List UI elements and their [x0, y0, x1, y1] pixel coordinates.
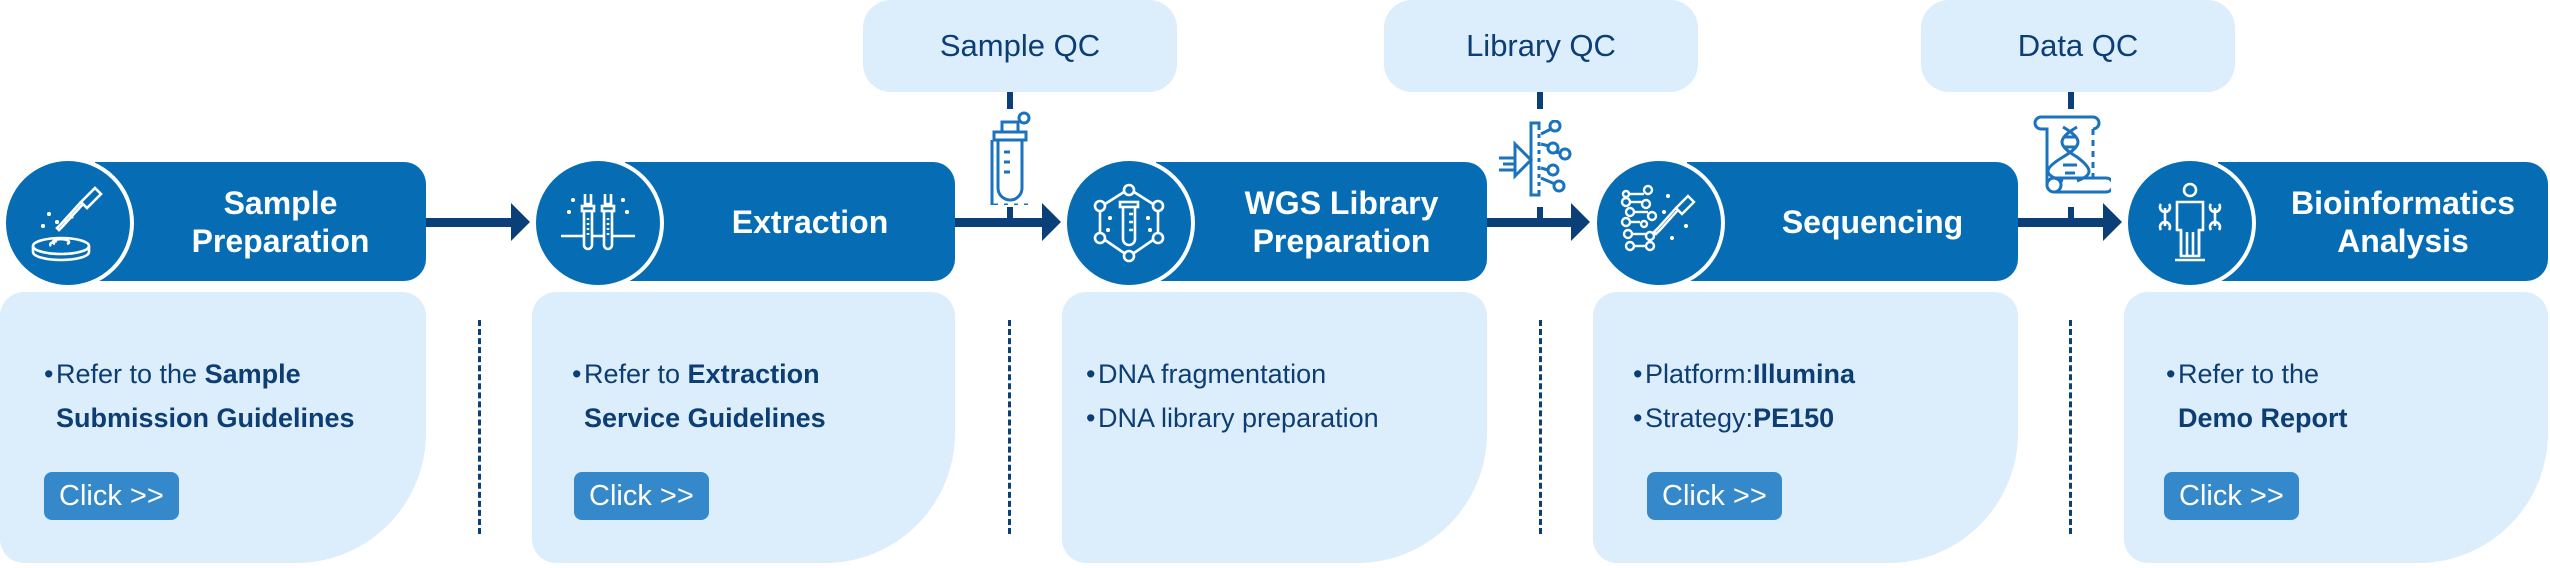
- card-text: Platform:: [1645, 359, 1754, 389]
- flow-arrow-head: [511, 203, 530, 241]
- step-title: Preparation: [191, 222, 370, 259]
- qc-connector: [1007, 207, 1013, 223]
- bullet: •: [2166, 359, 2176, 389]
- step-icon-circle: [532, 157, 664, 289]
- card-link-text: Service Guidelines: [584, 403, 826, 433]
- step-details-card: •Refer to the Sample Submission Guidelin…: [0, 292, 426, 563]
- step-icon-circle: [2, 157, 134, 289]
- qc-label-library: Library QC: [1384, 0, 1698, 92]
- qc-connector: [2068, 92, 2074, 109]
- flow-arrow-line: [955, 218, 1042, 227]
- bullet: •: [1086, 403, 1096, 433]
- card-text: DNA fragmentation: [1098, 359, 1327, 389]
- flow-arrow-head: [1571, 203, 1590, 241]
- bullet: •: [1086, 359, 1096, 389]
- bullet: •: [1633, 403, 1643, 433]
- qc-label-sample: Sample QC: [863, 0, 1177, 92]
- step-details-card: •Refer to Extraction Service Guidelines …: [532, 292, 955, 563]
- flow-arrow-head: [2103, 203, 2122, 241]
- step-title: Analysis: [2337, 222, 2469, 259]
- step-title: Sequencing: [1781, 203, 1964, 240]
- card-value: Illumina: [1753, 359, 1856, 389]
- card-value: PE150: [1753, 403, 1835, 433]
- step-icon-circle: [1593, 157, 1725, 289]
- flow-arrow-head: [1042, 203, 1061, 241]
- sequencing-click-button[interactable]: Click >>: [1647, 472, 1782, 520]
- demo-report-click-button[interactable]: Click >>: [2164, 472, 2299, 520]
- step-extraction: Extraction: [625, 162, 955, 281]
- step-title: Preparation: [1252, 222, 1431, 259]
- qc-label-text: Library QC: [1466, 28, 1616, 63]
- card-text: Refer to: [584, 359, 688, 389]
- dna-sequence-pipette-icon: [1620, 184, 1696, 252]
- step-title: Bioinformatics: [2290, 184, 2516, 221]
- bullet: •: [44, 359, 54, 389]
- flow-arrow-line: [2018, 218, 2103, 227]
- qc-label-data: Data QC: [1921, 0, 2235, 92]
- test-tube-icon: [990, 111, 1031, 205]
- bullet: •: [1633, 359, 1643, 389]
- sample-guidelines-click-button[interactable]: Click >>: [44, 472, 179, 520]
- step-title: WGS Library: [1244, 184, 1439, 221]
- dashed-separator: [1539, 320, 1542, 534]
- card-link-text: Demo Report: [2178, 403, 2348, 433]
- step-title: Extraction: [731, 203, 889, 240]
- test-tubes-icon: [561, 194, 635, 251]
- card-text: Strategy:: [1645, 403, 1754, 433]
- person-analysis-icon: [2158, 182, 2222, 262]
- step-sequencing: Sequencing: [1687, 162, 2018, 281]
- dashed-separator: [2069, 320, 2072, 534]
- step-title: Sample: [223, 184, 338, 221]
- extraction-guidelines-click-button[interactable]: Click >>: [574, 472, 709, 520]
- step-details-card: •Refer to the Demo Report Click >>: [2124, 292, 2548, 563]
- flow-arrow-line: [1487, 218, 1571, 227]
- card-link-text: Extraction: [687, 359, 820, 389]
- step-icon-circle: [1063, 157, 1195, 289]
- qc-connector: [2068, 207, 2074, 223]
- card-text: Refer to the: [2178, 359, 2320, 389]
- qc-label-text: Sample QC: [939, 28, 1101, 63]
- dashed-separator: [478, 320, 481, 534]
- card-link-text: Submission Guidelines: [56, 403, 355, 433]
- molecule-tube-icon: [1093, 183, 1165, 263]
- qc-label-text: Data QC: [2017, 28, 2139, 63]
- step-details-card: •DNA fragmentation •DNA library preparat…: [1062, 292, 1487, 563]
- step-icon-circle: [2124, 157, 2256, 289]
- qc-connector: [1537, 207, 1543, 223]
- filter-molecules-icon: [1499, 120, 1572, 197]
- qc-connector: [1537, 92, 1543, 109]
- step-details-card: •Platform:Illumina •Strategy:PE150 Click…: [1593, 292, 2018, 563]
- qc-connector: [1007, 92, 1013, 109]
- bullet: •: [572, 359, 582, 389]
- dashed-separator: [1008, 320, 1011, 534]
- card-link-text: Sample: [204, 359, 301, 389]
- card-text: DNA library preparation: [1098, 403, 1379, 433]
- flow-arrow-line: [426, 218, 511, 227]
- pipette-petri-dish-icon: [31, 186, 103, 262]
- dna-scroll-icon: [2033, 115, 2111, 194]
- card-text: Refer to the: [56, 359, 205, 389]
